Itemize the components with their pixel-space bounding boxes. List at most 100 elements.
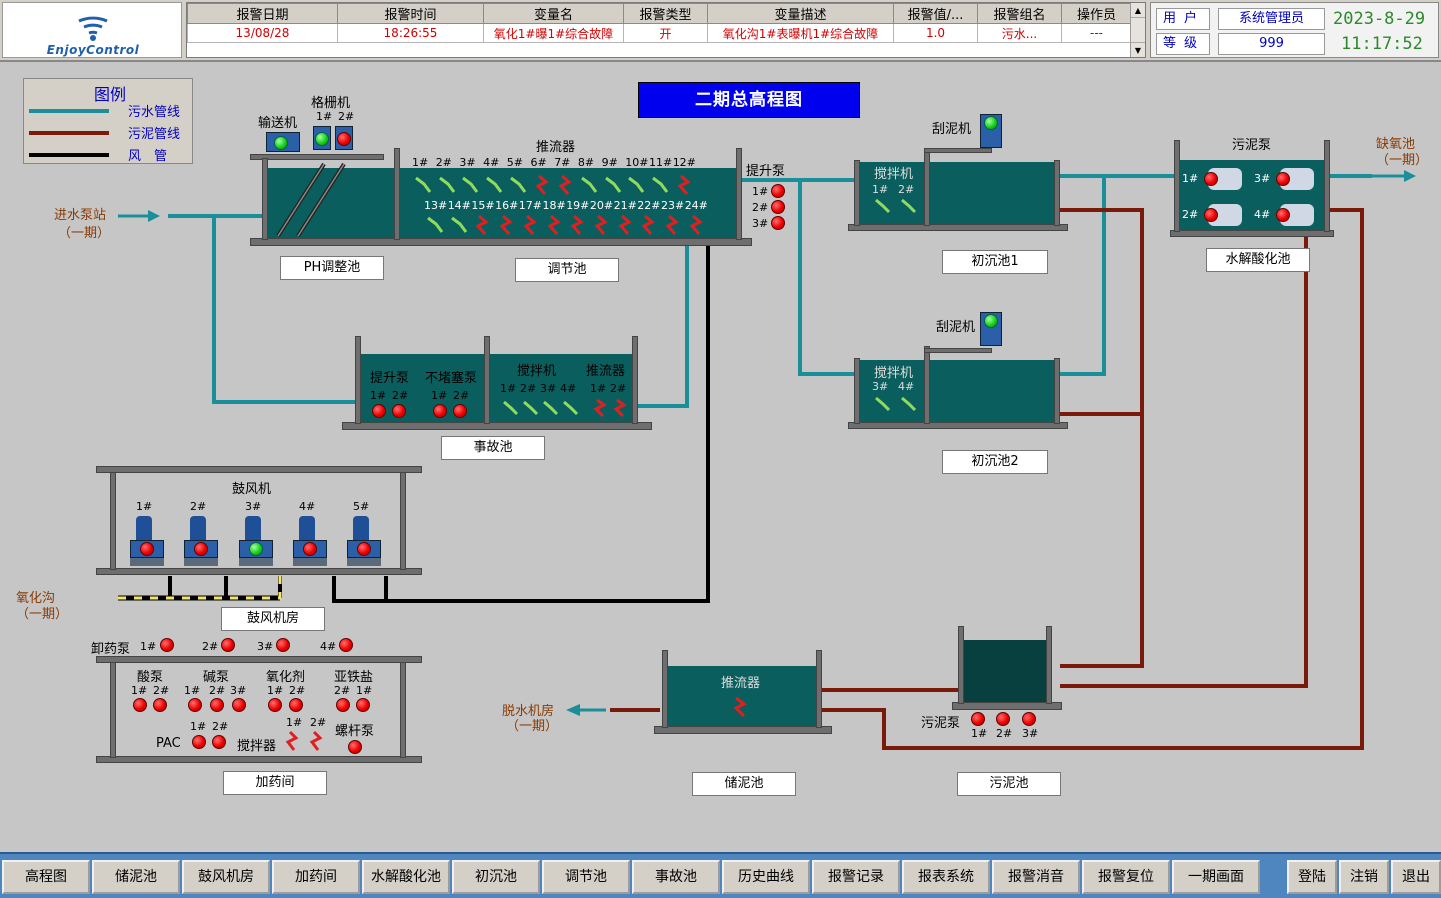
accident-lift-pump-2-status[interactable]	[392, 404, 406, 418]
no-block-pump-1-status[interactable]	[433, 404, 447, 418]
grille-1-status[interactable]	[315, 132, 329, 146]
hyd-pump-2-status[interactable]	[1204, 208, 1218, 222]
nav-button[interactable]: 报警复位	[1082, 860, 1170, 894]
blower-5-status[interactable]	[357, 542, 371, 556]
pusher-icon[interactable]	[414, 174, 434, 196]
sludge-pump-icon[interactable]	[1208, 168, 1242, 190]
pusher-icon[interactable]	[604, 174, 624, 196]
nav-button[interactable]: 储泥池	[92, 860, 180, 894]
mixer-icon[interactable]	[900, 196, 918, 216]
oxidant-pump-2-status[interactable]	[289, 698, 303, 712]
pusher-icon[interactable]	[616, 214, 636, 236]
alarm-col-header[interactable]: 报警时间	[337, 3, 484, 24]
pusher-icon[interactable]	[533, 174, 553, 196]
pusher-icon[interactable]	[663, 214, 683, 236]
ferrous-pump-2-status[interactable]	[356, 698, 370, 712]
mixer-icon[interactable]	[900, 394, 918, 414]
pusher-icon[interactable]	[675, 174, 695, 196]
pusher-icon[interactable]	[639, 214, 659, 236]
pac-pump-2-status[interactable]	[212, 735, 226, 749]
hyd-pump-3-status[interactable]	[1276, 172, 1290, 186]
scroll-up-icon[interactable]: ▲	[1131, 3, 1145, 18]
alkali-pump-1-status[interactable]	[188, 698, 202, 712]
blower-icon[interactable]	[190, 516, 206, 544]
lift-pump-2-status[interactable]	[771, 200, 785, 214]
pusher-icon[interactable]	[545, 214, 565, 236]
no-block-pump-2-status[interactable]	[453, 404, 467, 418]
blower-4-status[interactable]	[303, 542, 317, 556]
scraper-2-status[interactable]	[984, 314, 998, 328]
nav-button[interactable]: 初沉池	[452, 860, 540, 894]
unload-pump-4-status[interactable]	[339, 638, 353, 652]
alarm-col-header[interactable]: 报警日期	[187, 3, 338, 24]
scraper-1-status[interactable]	[984, 116, 998, 130]
mixer-icon[interactable]	[542, 398, 560, 418]
nav-button[interactable]: 历史曲线	[722, 860, 810, 894]
oxidant-pump-1-status[interactable]	[268, 698, 282, 712]
alarm-col-header[interactable]: 变量描述	[707, 3, 894, 24]
sludge-pump-2-status[interactable]	[996, 712, 1010, 726]
nav-button[interactable]: 报警消音	[992, 860, 1080, 894]
acid-pump-2-status[interactable]	[153, 698, 167, 712]
pusher-icon[interactable]	[497, 214, 517, 236]
pusher-icon[interactable]	[438, 174, 458, 196]
nav-button[interactable]: 注销	[1339, 860, 1389, 894]
alarm-col-header[interactable]: 操作员	[1061, 3, 1132, 24]
mixer-icon[interactable]	[502, 398, 520, 418]
blower-icon[interactable]	[245, 516, 261, 544]
screw-pump-status[interactable]	[348, 740, 362, 754]
sludge-tank[interactable]	[964, 640, 1046, 702]
pusher-icon[interactable]	[568, 214, 588, 236]
mixer-icon[interactable]	[522, 398, 540, 418]
primary-1-tank[interactable]	[930, 162, 1054, 224]
acid-pump-1-status[interactable]	[133, 698, 147, 712]
pusher-icon[interactable]	[580, 174, 600, 196]
blower-icon[interactable]	[353, 516, 369, 544]
nav-button[interactable]: 事故池	[632, 860, 720, 894]
sludge-pump-1-status[interactable]	[971, 712, 985, 726]
blower-1-status[interactable]	[140, 542, 154, 556]
mixer-icon[interactable]	[874, 394, 892, 414]
alarm-row[interactable]: 13/08/28 18:26:55 氧化1#曝1#综合故障 开 氧化沟1#表曝机…	[187, 23, 1132, 43]
sludge-pump-icon[interactable]	[1280, 168, 1314, 190]
blower-icon[interactable]	[136, 516, 152, 544]
pusher-icon[interactable]	[687, 214, 707, 236]
blower-2-status[interactable]	[194, 542, 208, 556]
pac-pump-1-status[interactable]	[192, 735, 206, 749]
pusher-icon[interactable]	[592, 214, 612, 236]
alarm-table[interactable]: 报警日期 报警时间 变量名 报警类型 变量描述 报警值/... 报警组名 操作员…	[186, 2, 1146, 58]
mixer-icon[interactable]	[874, 196, 892, 216]
pusher-icon[interactable]	[612, 398, 630, 418]
pusher-icon[interactable]	[556, 174, 576, 196]
unload-pump-2-status[interactable]	[221, 638, 235, 652]
pusher-icon[interactable]	[473, 214, 493, 236]
nav-button[interactable]: 调节池	[542, 860, 630, 894]
hyd-pump-4-status[interactable]	[1276, 208, 1290, 222]
nav-button[interactable]: 加药间	[272, 860, 360, 894]
lift-pump-3-status[interactable]	[771, 216, 785, 230]
alarm-col-header[interactable]: 变量名	[483, 3, 624, 24]
blower-icon[interactable]	[299, 516, 315, 544]
alarm-col-header[interactable]: 报警类型	[623, 3, 708, 24]
alkali-pump-2-status[interactable]	[210, 698, 224, 712]
primary-2-mixing-zone[interactable]	[860, 360, 924, 422]
nav-button[interactable]: 水解酸化池	[362, 860, 450, 894]
primary-2-tank[interactable]	[930, 360, 1054, 422]
pusher-icon[interactable]	[627, 174, 647, 196]
accident-lift-pump-1-status[interactable]	[372, 404, 386, 418]
scroll-down-icon[interactable]: ▼	[1131, 42, 1145, 57]
sludge-pump-3-status[interactable]	[1022, 712, 1036, 726]
ph-tank[interactable]	[268, 168, 394, 238]
sludge-pump-icon[interactable]	[1208, 204, 1242, 226]
pusher-icon[interactable]	[509, 174, 529, 196]
nav-button[interactable]: 一期画面	[1172, 860, 1260, 894]
pusher-icon[interactable]	[521, 214, 541, 236]
alarm-scrollbar[interactable]: ▲ ▼	[1130, 3, 1145, 57]
pusher-icon[interactable]	[651, 174, 671, 196]
conveyor-status[interactable]	[274, 136, 288, 150]
pusher-icon[interactable]	[485, 174, 505, 196]
nav-button[interactable]: 报警记录	[812, 860, 900, 894]
nav-button[interactable]: 报表系统	[902, 860, 990, 894]
grille-2-status[interactable]	[337, 132, 351, 146]
unload-pump-1-status[interactable]	[160, 638, 174, 652]
